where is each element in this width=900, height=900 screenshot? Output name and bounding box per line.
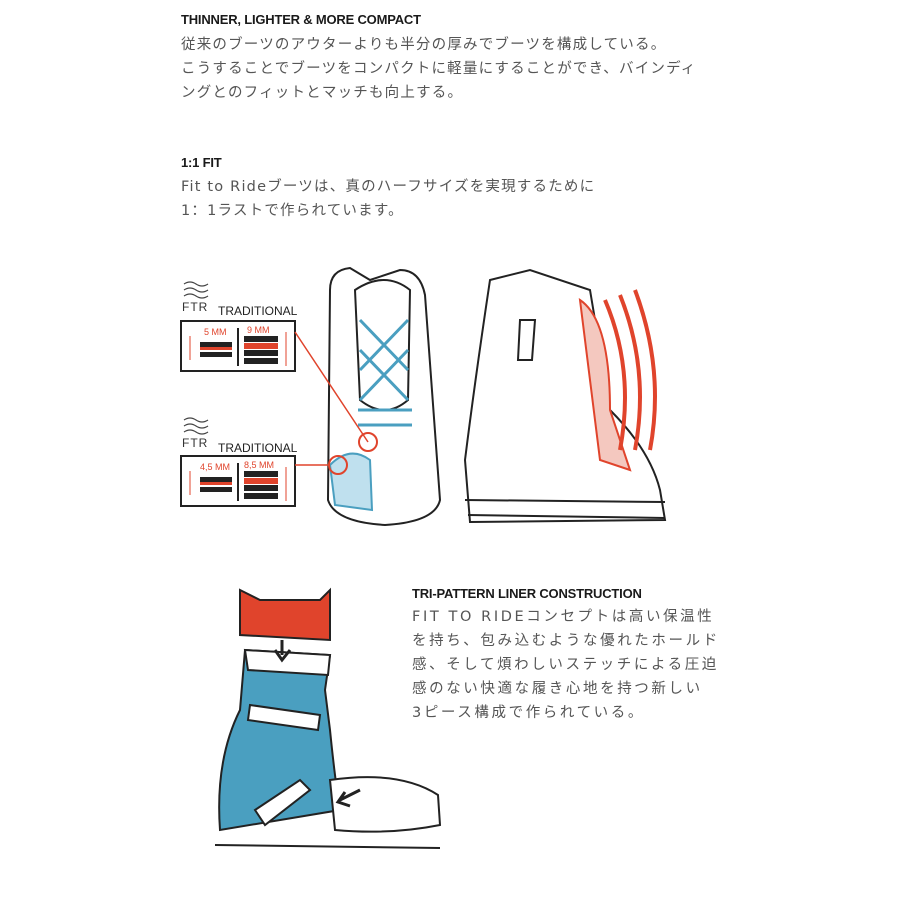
traditional-thickness: 8,5 MM — [244, 460, 275, 470]
traditional-thickness: 9 MM — [247, 325, 270, 335]
ftr-logo-waves-icon — [183, 281, 209, 299]
section-body-fit: Fit to Rideブーツは、真のハーフサイズを実現するために 1：1ラストで… — [181, 175, 595, 223]
body-line: 1：1ラストで作られています。 — [181, 203, 404, 219]
body-line: 感のない快適な履き心地を持つ新しい — [412, 681, 703, 697]
section-body-liner: FIT TO RIDEコンセプトは高い保温性 を持ち、包み込むような優れたホール… — [412, 605, 720, 725]
ftr-thickness: 4,5 MM — [200, 462, 231, 472]
ftr-logo: FTR — [182, 300, 209, 314]
body-line: を持ち、包み込むような優れたホールド — [412, 633, 720, 649]
comparison-box: 5 MM 9 MM — [180, 320, 296, 372]
section-heading-liner: TRI-PATTERN LINER CONSTRUCTION — [412, 586, 642, 601]
ftr-logo-waves-icon — [183, 417, 209, 435]
section-body-compact: 従来のブーツのアウターよりも半分の厚みでブーツを構成している。 こうすることでブ… — [181, 33, 697, 105]
thickness-diagram — [189, 328, 287, 366]
body-line: FIT TO RIDEコンセプトは高い保温性 — [412, 609, 715, 625]
body-line: 3ピース構成で作られている。 — [412, 705, 645, 721]
traditional-label: TRADITIONAL — [218, 441, 298, 455]
traditional-label: TRADITIONAL — [218, 304, 298, 318]
ftr-thickness: 5 MM — [204, 327, 227, 337]
body-line: 従来のブーツのアウターよりも半分の厚みでブーツを構成している。 — [181, 37, 667, 53]
body-line: こうすることでブーツをコンパクトに軽量にすることができ、バインディ — [181, 61, 697, 77]
body-line: Fit to Rideブーツは、真のハーフサイズを実現するために — [181, 179, 596, 195]
liner-illustration — [214, 587, 442, 849]
boot-illustration — [294, 266, 667, 527]
ftr-logo: FTR — [182, 436, 209, 450]
thickness-diagram — [189, 463, 287, 501]
body-line: 感、そして煩わしいステッチによる圧迫 — [412, 657, 719, 673]
section-heading-fit: 1:1 FIT — [181, 155, 222, 170]
comparison-box: 4,5 MM 8,5 MM — [180, 455, 296, 507]
body-line: ングとのフィットとマッチも向上する。 — [181, 85, 464, 101]
section-heading-compact: THINNER, LIGHTER & MORE COMPACT — [181, 12, 421, 27]
